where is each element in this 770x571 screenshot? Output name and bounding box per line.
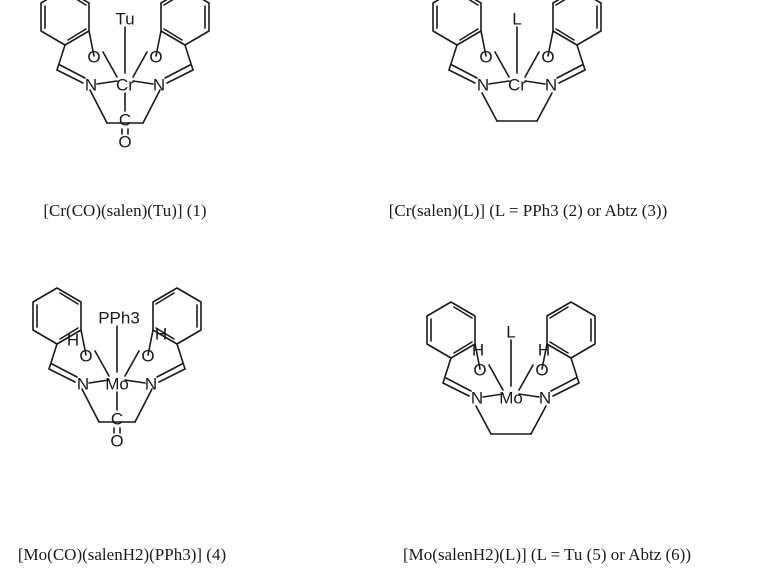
metal-center-label: Cr: [508, 76, 526, 95]
axial-ligand-label: L: [512, 10, 521, 29]
oxygen-left-label: O: [87, 48, 100, 67]
phenol-hydrogen-right-label: H: [538, 341, 550, 360]
ligand-skeleton: [32, 287, 202, 434]
phenol-hydrogen-left-label: H: [472, 341, 484, 360]
carbonyl-oxygen-label: O: [118, 133, 131, 152]
metal-center-label: Cr: [116, 76, 134, 95]
carbonyl-oxygen-label: O: [110, 432, 123, 451]
structure-complex-2-3: O O N N Cr L: [432, 0, 602, 122]
nitrogen-left-label: N: [85, 76, 97, 95]
structure-complex-4: O O H H N N Mo PPh3 C O: [32, 287, 202, 451]
structure-complex-1: O O N N Cr Tu C O: [40, 0, 210, 152]
ligand-skeleton: [426, 301, 596, 435]
nitrogen-right-label: N: [153, 76, 165, 95]
carbonyl-carbon-label: C: [111, 410, 123, 429]
metal-center-label: Mo: [499, 389, 523, 408]
nitrogen-left-label: N: [77, 375, 89, 394]
caption-complex-5-6: [Mo(salenH2)(L)] (L = Tu (5) or Abtz (6)…: [403, 545, 691, 564]
oxygen-right-label: O: [541, 48, 554, 67]
axial-ligand-label: L: [506, 323, 515, 342]
oxygen-right-label: O: [141, 347, 154, 366]
oxygen-left-label: O: [79, 347, 92, 366]
nitrogen-right-label: N: [145, 375, 157, 394]
phenol-hydrogen-left-label: H: [67, 331, 79, 350]
nitrogen-left-label: N: [471, 389, 483, 408]
carbonyl-carbon-label: C: [119, 111, 131, 130]
caption-complex-4: [Mo(CO)(salenH2)(PPh3)] (4): [18, 545, 226, 564]
nitrogen-right-label: N: [545, 76, 557, 95]
ligand-skeleton: [40, 0, 210, 135]
oxygen-left-label: O: [479, 48, 492, 67]
phenol-hydrogen-right-label: H: [155, 325, 167, 344]
axial-ligand-label: Tu: [115, 10, 134, 29]
oxygen-left-label: O: [473, 361, 486, 380]
structure-complex-5-6: O O H H N N Mo L: [426, 301, 596, 435]
axial-ligand-label: PPh3: [98, 309, 140, 328]
nitrogen-left-label: N: [477, 76, 489, 95]
ligand-skeleton: [432, 0, 602, 122]
nitrogen-right-label: N: [539, 389, 551, 408]
caption-complex-1: [Cr(CO)(salen)(Tu)] (1): [43, 201, 206, 220]
metal-center-label: Mo: [105, 375, 129, 394]
oxygen-right-label: O: [149, 48, 162, 67]
caption-complex-2-3: [Cr(salen)(L)] (L = PPh3 (2) or Abtz (3)…: [389, 201, 668, 220]
oxygen-right-label: O: [535, 361, 548, 380]
